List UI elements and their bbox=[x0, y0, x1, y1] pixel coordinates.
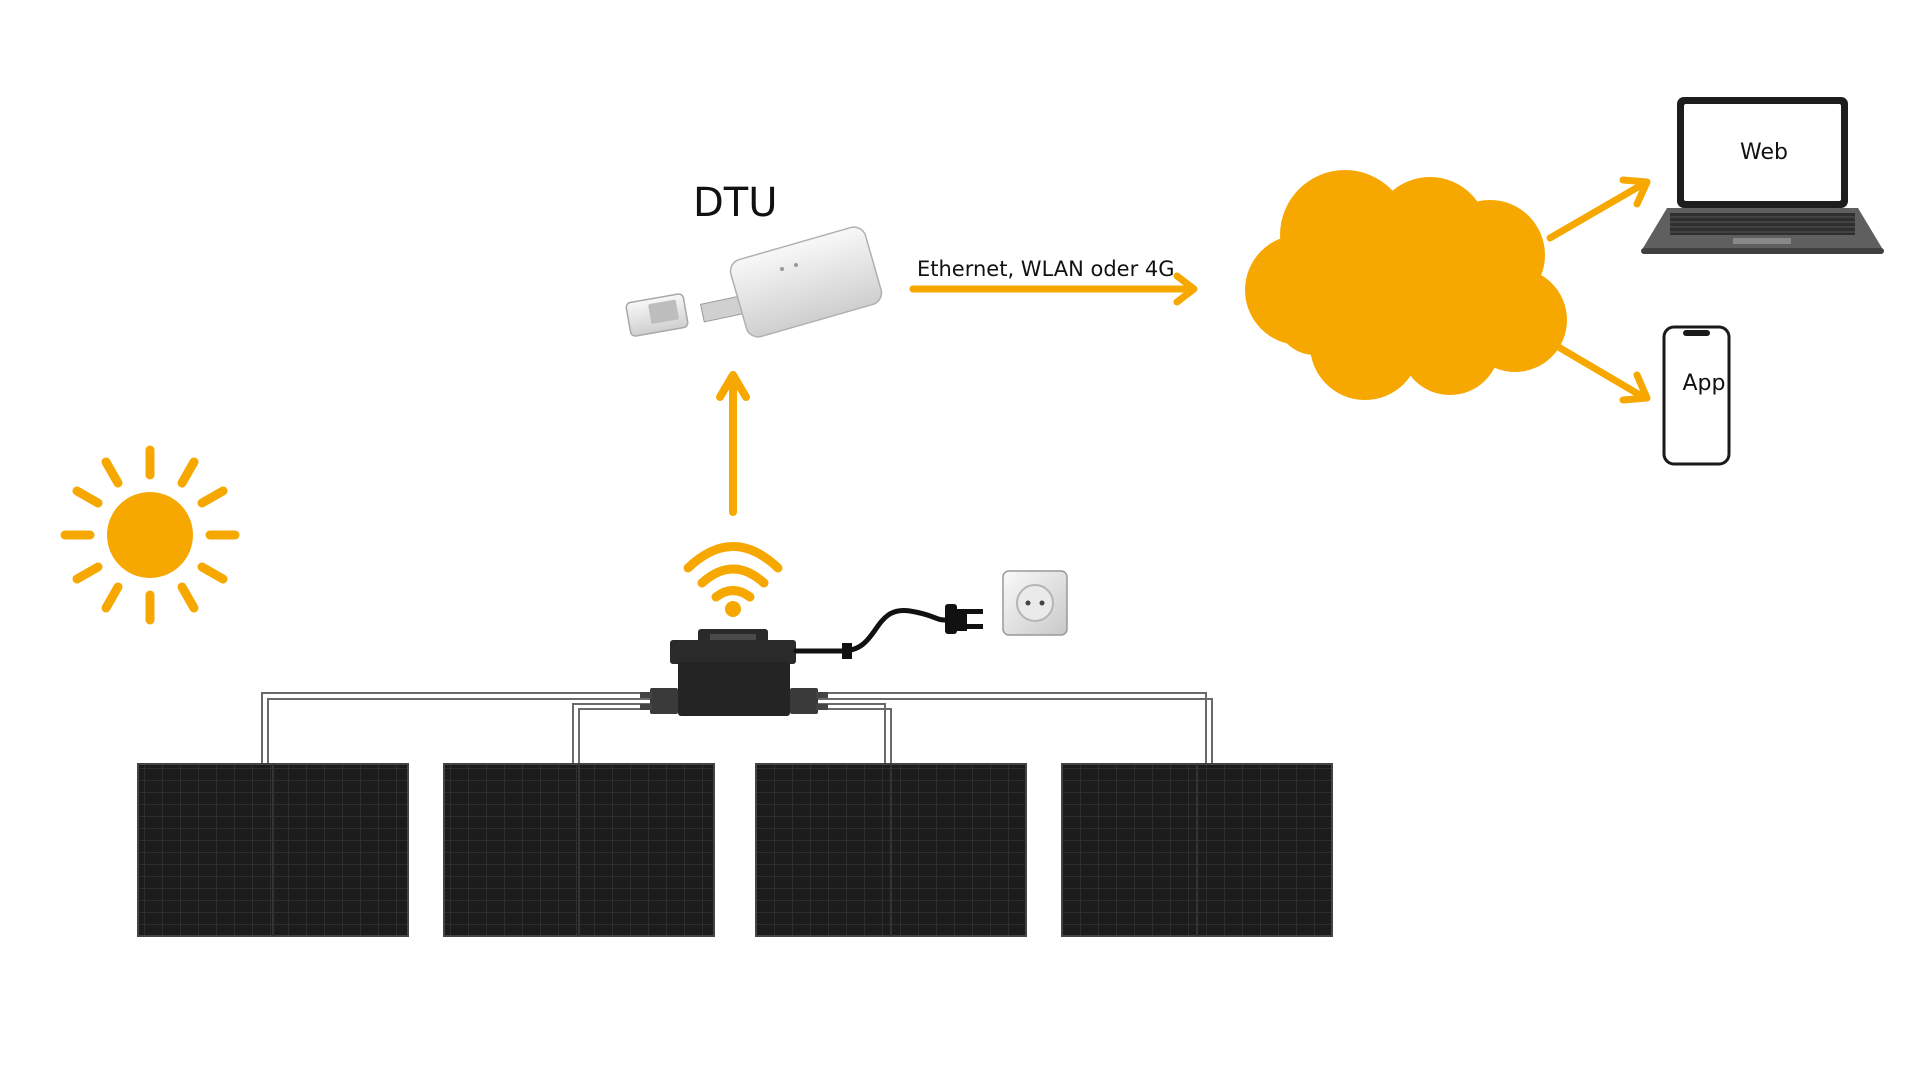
cloud-icon bbox=[1245, 170, 1567, 400]
arrow-cloud-to-app bbox=[1551, 341, 1651, 404]
dtu-stick-icon bbox=[625, 226, 883, 338]
wifi-icon bbox=[683, 542, 783, 617]
smartphone-icon bbox=[1662, 325, 1731, 466]
plug-icon bbox=[793, 604, 983, 659]
inverter-icon bbox=[640, 629, 828, 716]
app-label: App bbox=[1682, 371, 1726, 396]
power-socket-icon bbox=[1002, 570, 1068, 636]
sun-icon bbox=[60, 445, 240, 625]
solar-panel-icon bbox=[755, 763, 1027, 937]
solar-panel-icon bbox=[443, 763, 715, 937]
solar-panel-icon bbox=[137, 763, 409, 937]
arrow-inverter-to-dtu bbox=[716, 371, 750, 516]
arrow-dtu-to-cloud bbox=[909, 272, 1198, 306]
dc-cables bbox=[261, 692, 1213, 764]
connection-label: Ethernet, WLAN oder 4G bbox=[917, 257, 1175, 281]
laptop-icon bbox=[1641, 97, 1884, 254]
web-label: Web bbox=[1740, 140, 1788, 165]
solar-panel-icon bbox=[1061, 763, 1333, 937]
solar-panels bbox=[137, 763, 1333, 937]
arrow-cloud-to-web bbox=[1546, 176, 1651, 242]
dtu-title: DTU bbox=[693, 180, 778, 226]
